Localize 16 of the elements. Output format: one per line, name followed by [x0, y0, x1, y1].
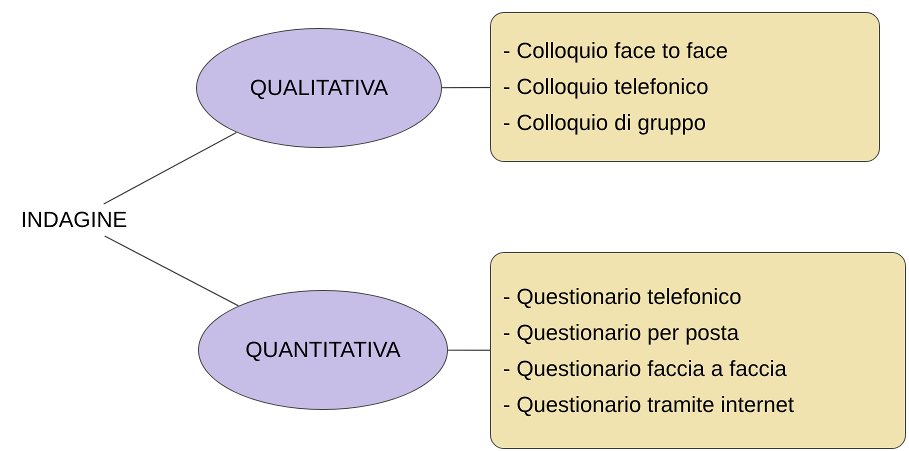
- connector-line: [448, 350, 490, 351]
- list-item: - Questionario tramite internet: [503, 392, 796, 418]
- list-item: - Questionario faccia a faccia: [503, 356, 788, 382]
- connector-line: [103, 132, 237, 205]
- list-box: [490, 12, 880, 162]
- category-ellipse: QUANTITATIVA: [198, 290, 448, 410]
- list-item: - Colloquio di gruppo: [503, 110, 708, 136]
- category-ellipse: QUALITATIVA: [196, 28, 442, 148]
- list-item: - Questionario per posta: [503, 320, 740, 346]
- list-box: [490, 252, 906, 449]
- connector-line: [104, 235, 239, 306]
- topic-label: INDAGINE: [8, 204, 140, 236]
- list-item: - Colloquio face to face: [503, 38, 730, 64]
- connector-line: [442, 86, 490, 88]
- list-item: - Colloquio telefonico: [503, 74, 710, 100]
- list-item: - Questionario telefonico: [503, 284, 742, 310]
